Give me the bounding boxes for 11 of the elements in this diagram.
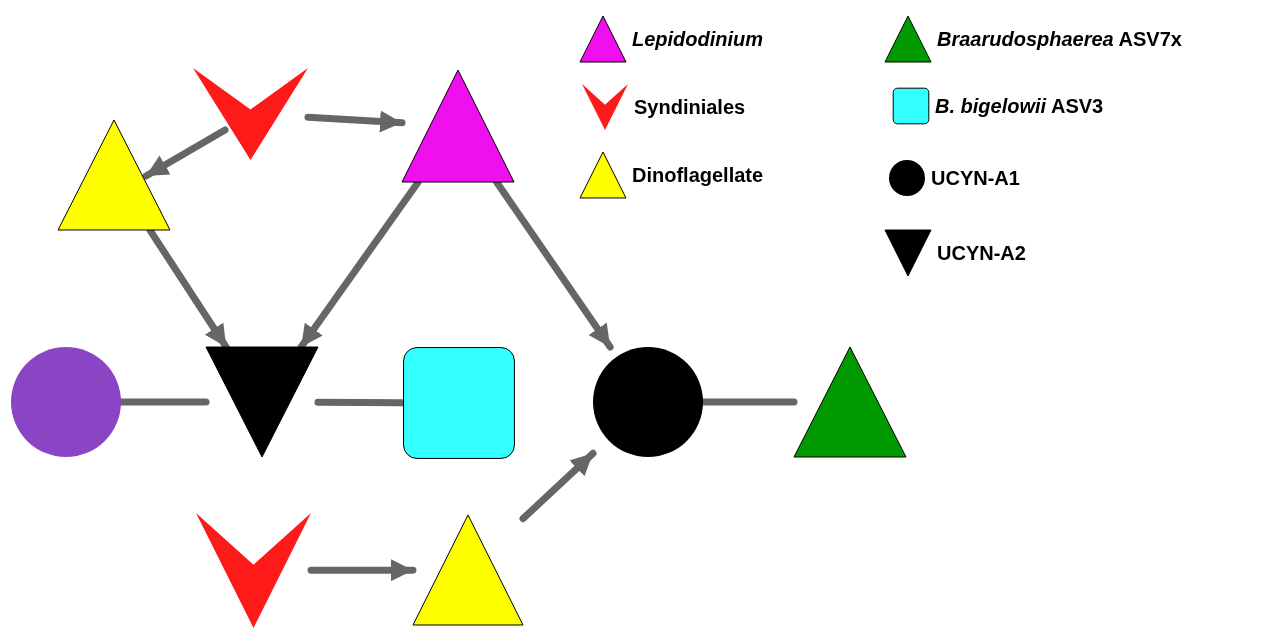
- arrow: [307, 559, 417, 582]
- legend-label: UCYN-A2: [937, 241, 1026, 266]
- arrow: [304, 110, 406, 133]
- legend-label: Lepidodinium: [632, 27, 764, 52]
- legend-label: UCYN-A1: [931, 166, 1020, 191]
- arrow: [519, 449, 597, 523]
- legend-label: Syndiniales: [634, 95, 746, 120]
- legend-label: Dinoflagellate: [632, 163, 764, 188]
- arrow: [142, 126, 229, 180]
- legend-label: Braarudosphaerea ASV7x: [937, 27, 1182, 52]
- legend-label: B. bigelowii ASV3: [935, 94, 1104, 119]
